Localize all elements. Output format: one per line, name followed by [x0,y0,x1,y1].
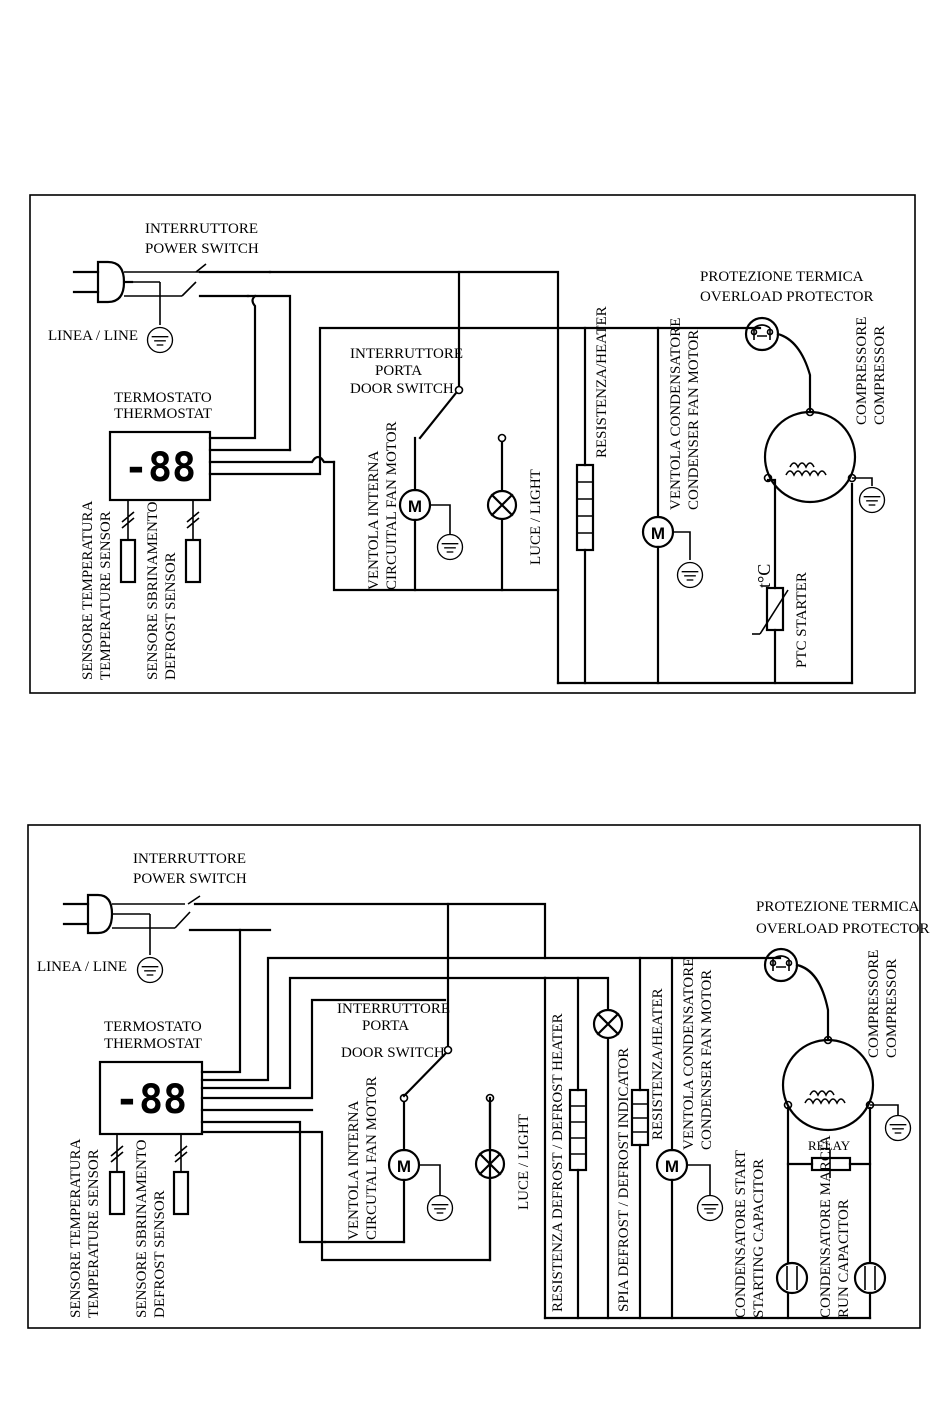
door-switch-contact [454,385,464,395]
defrost-sensor-label-en: DEFROST SENSOR [152,1190,168,1318]
ground-icon [426,1194,454,1222]
compressor-label: COMPRESSORE [854,317,870,425]
door-switch-label-en: DOOR SWITCH [350,381,454,397]
door-switch-lever-icon [402,1052,447,1098]
ground-icon [136,956,164,984]
overload-label-en: OVERLOAD PROTECTOR [700,289,873,305]
light-bulb-icon [486,489,518,521]
diagram-1: M M [29,194,916,694]
defrost-sensor-icon [184,538,202,584]
temperature-sensor-icon [119,538,137,584]
defrost-sensor-label: SENSORE SBRINAMENTO [145,501,161,680]
compressor-label: COMPRESSORE [866,950,882,1058]
thermostat-label-en: THERMOSTAT [104,1036,202,1052]
start-capacitor-label-en: STARTING CAPACITOR [751,1159,767,1318]
thermostat-display: -88 [115,1077,187,1123]
overload-protector-icon [744,316,780,352]
ground-icon [146,326,174,354]
defrost-sensor-label-en: DEFROST SENSOR [163,552,179,680]
power-switch-icon [174,895,201,929]
fan-label: VENTOLA INTERNA [346,1101,362,1240]
condenser-fan-label: VENTOLA CONDENSATORE [668,318,684,510]
fan-label-en: CIRCUTAL FAN MOTOR [364,1076,380,1240]
ptc-starter-label: PTC STARTER [794,572,810,668]
door-switch-label-porta: PORTA [375,363,422,379]
ground-icon [436,533,464,561]
ground-icon [676,561,704,589]
temp-sensor-label-en: TEMPERATURE SENSOR [98,511,114,680]
ground-icon [696,1194,724,1222]
svg-text:M: M [651,524,665,543]
ptc-symbol-label: t°C [754,564,774,588]
thermostat-label: TERMOSTATO [114,390,212,406]
thermostat-label-en: THERMOSTAT [114,406,212,422]
overload-label-en: OVERLOAD PROTECTOR [756,921,929,937]
door-switch-label: INTERRUTTORE [350,346,463,362]
condenser-fan-label: VENTOLA CONDENSATORE [681,958,697,1150]
power-switch-label-en: POWER SWITCH [145,241,259,257]
overload-label: PROTEZIONE TERMICA [756,899,920,915]
relay-label: RELAY [808,1138,851,1153]
temp-sensor-label: SENSORE TEMPERATURA [68,1138,84,1318]
svg-text:M: M [408,497,422,516]
power-switch-label-en: POWER SWITCH [133,871,247,887]
run-capacitor-icon [853,1261,887,1295]
door-switch-label: INTERRUTTORE [337,1001,450,1017]
starting-capacitor-icon [775,1261,809,1295]
run-capacitor-label: CONDENSATORE MARCIA [818,1135,834,1318]
compressor-label-en: COMPRESSOR [884,959,900,1058]
power-switch-label: INTERRUTTORE [145,221,258,237]
overload-protector-icon [763,947,799,983]
defrost-indicator-label: SPIA DEFROST / DEFROST INDICATOR [616,1048,632,1312]
power-switch-label: INTERRUTTORE [133,851,246,867]
light-label: LUCE / LIGHT [516,1114,532,1210]
thermostat-box [98,1060,204,1136]
plug-icon [72,260,134,304]
heater-label: RESISTENZA/HEATER [594,306,610,458]
overload-label: PROTEZIONE TERMICA [700,269,864,285]
door-switch-lever-icon [418,391,458,440]
temperature-sensor-icon [108,1170,126,1216]
ground-icon [884,1114,912,1142]
heater-label: RESISTENZA/HEATER [650,988,666,1140]
svg-text:M: M [665,1157,679,1176]
defrost-heater-icon [568,1088,588,1172]
defrost-sensor-label: SENSORE SBRINAMENTO [134,1139,150,1318]
condenser-fan-label-en: CONDENSER FAN MOTOR [699,970,715,1150]
thermostat-display: -88 [124,445,196,491]
defrost-heater-label: RESISTENZA DEFROST / DEFROST HEATER [550,1013,566,1312]
compressor-icon [763,410,857,504]
line-label: LINEA / LINE [48,328,138,344]
defrost-indicator-icon [592,1008,624,1040]
fan-label: VENTOLA INTERNA [366,451,382,590]
start-capacitor-label: CONDENSATORE START [733,1150,749,1318]
run-capacitor-label-en: RUN CAPACITOR [836,1199,852,1318]
door-switch-label-porta: PORTA [362,1018,409,1034]
thermostat-label: TERMOSTATO [104,1019,202,1035]
ground-icon [858,486,886,514]
temp-sensor-label-en: TEMPERATURE SENSOR [86,1149,102,1318]
plug-icon [62,893,114,935]
fan-label-en: CIRCUITAL FAN MOTOR [384,421,400,590]
svg-text:M: M [397,1157,411,1176]
line-label: LINEA / LINE [37,959,127,975]
temp-sensor-label: SENSORE TEMPERATURA [80,500,96,680]
heater-icon [575,463,595,552]
diagram-2-frame [27,824,921,1329]
condenser-fan-label-en: CONDENSER FAN MOTOR [686,330,702,510]
door-switch-label-en: DOOR SWITCH [341,1045,445,1061]
diagram-2: M M [27,824,929,1329]
thermostat-box [108,430,212,502]
compressor-label-en: COMPRESSOR [872,326,888,425]
power-switch-icon [181,263,272,298]
defrost-sensor-icon [172,1170,190,1216]
light-label: LUCE / LIGHT [528,469,544,565]
compressor-icon [781,1038,875,1132]
diagram-1-frame [29,194,916,694]
